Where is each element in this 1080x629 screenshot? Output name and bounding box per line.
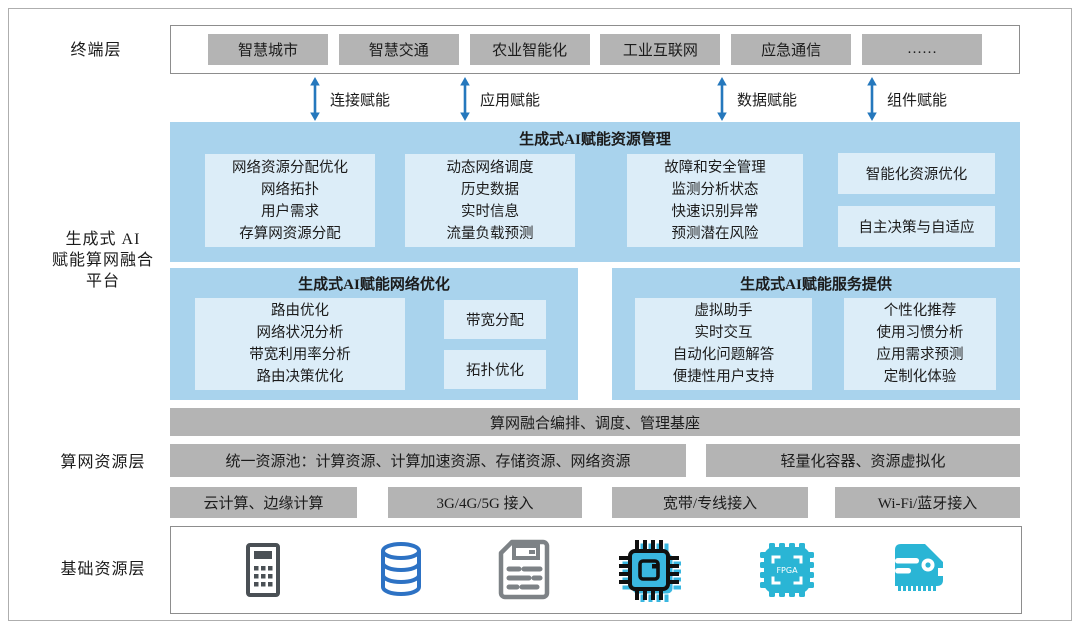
group-line: 网络拓扑 bbox=[261, 181, 319, 198]
database-icon bbox=[369, 538, 433, 602]
group-line: 网络资源分配优化 bbox=[232, 159, 348, 176]
cellular-access-bar: 3G/4G/5G 接入 bbox=[388, 487, 582, 518]
bandwidth-allocation-box: 带宽分配 bbox=[444, 300, 546, 339]
memory-card-icon bbox=[887, 538, 951, 602]
group-line: 网络状况分析 bbox=[256, 325, 344, 341]
terminal-item-industrial-internet: 工业互联网 bbox=[600, 34, 721, 65]
autonomous-decision-box: 自主决策与自适应 bbox=[838, 206, 995, 247]
arrow-label: 应用赋能 bbox=[480, 92, 541, 109]
resource-mgmt-title: 生成式AI赋能资源管理 bbox=[519, 132, 671, 148]
platform-layer-label: 生成式 AI 赋能算网融合 平台 bbox=[36, 229, 170, 292]
terminal-item-smart-city: 智慧城市 bbox=[208, 34, 328, 65]
double-arrow-icon bbox=[867, 77, 877, 121]
arrow-connect-enable: 连接赋能 bbox=[309, 77, 390, 121]
terminal-item-agriculture: 农业智能化 bbox=[469, 34, 590, 65]
group-line: 历史数据 bbox=[461, 181, 519, 198]
platform-label-line3: 平台 bbox=[85, 273, 120, 290]
infra-layer-label: 基础资源层 bbox=[60, 561, 146, 578]
group-line: 动态网络调度 bbox=[446, 159, 534, 176]
service-provision-title: 生成式AI赋能服务提供 bbox=[740, 277, 892, 293]
double-arrow-icon bbox=[717, 77, 727, 121]
group-line: 路由决策优化 bbox=[256, 369, 344, 385]
arrow-component-enable: 组件赋能 bbox=[866, 77, 947, 121]
service-provision-panel: 生成式AI赋能服务提供 虚拟助手 实时交互 自动化问题解答 便捷性用户支持 个性… bbox=[612, 268, 1020, 400]
unified-resource-pool-bar: 统一资源池：计算资源、计算加速资源、存储资源、网络资源 bbox=[170, 444, 686, 477]
diagram-frame bbox=[8, 8, 1072, 621]
group-line: 自动化问题解答 bbox=[672, 347, 775, 363]
group-line: 路由优化 bbox=[271, 303, 329, 319]
arrow-data-enable: 数据赋能 bbox=[716, 77, 797, 121]
terminal-item-emergency-comm: 应急通信 bbox=[731, 34, 852, 65]
topology-opt-box: 拓扑优化 bbox=[444, 350, 546, 389]
group-line: 预测潜在风险 bbox=[671, 225, 759, 242]
group-line: 虚拟助手 bbox=[694, 303, 753, 319]
cloud-edge-bar: 云计算、边缘计算 bbox=[170, 487, 357, 518]
group-line: 快速识别异常 bbox=[671, 203, 759, 220]
terminal-item-ellipsis: …… bbox=[861, 34, 982, 65]
broadband-access-bar: 宽带/专线接入 bbox=[612, 487, 808, 518]
intelligent-resource-opt-box: 智能化资源优化 bbox=[838, 153, 995, 194]
resource-mgmt-panel: 生成式AI赋能资源管理 网络资源分配优化 网络拓扑 用户需求 存算网资源分配 动… bbox=[170, 122, 1020, 262]
platform-label-line1: 生成式 AI bbox=[65, 231, 141, 248]
service-group2: 个性化推荐 使用习惯分析 应用需求预测 定制化体验 bbox=[844, 298, 996, 390]
resource-mgmt-group2: 动态网络调度 历史数据 实时信息 流量负载预测 bbox=[405, 154, 575, 247]
group-line: 用户需求 bbox=[261, 203, 319, 220]
resource-mgmt-group3: 故障和安全管理 监测分析状态 快速识别异常 预测潜在风险 bbox=[627, 154, 803, 247]
group-line: 便捷性用户支持 bbox=[672, 369, 775, 385]
group-line: 定制化体验 bbox=[883, 369, 957, 385]
resource-layer-label: 算网资源层 bbox=[60, 454, 146, 471]
group-line: 使用习惯分析 bbox=[876, 325, 964, 341]
service-group1: 虚拟助手 实时交互 自动化问题解答 便捷性用户支持 bbox=[635, 298, 812, 390]
group-line: 存算网资源分配 bbox=[239, 225, 341, 242]
double-arrow-icon bbox=[460, 77, 470, 121]
terminal-layer-label: 终端层 bbox=[70, 42, 122, 59]
group-line: 应用需求预测 bbox=[876, 347, 964, 363]
group-line: 带宽利用率分析 bbox=[249, 347, 351, 363]
group-line: 个性化推荐 bbox=[883, 303, 957, 319]
network-opt-group: 路由优化 网络状况分析 带宽利用率分析 路由决策优化 bbox=[195, 298, 405, 390]
storage-server-icon bbox=[492, 538, 556, 602]
group-line: 故障和安全管理 bbox=[664, 159, 766, 176]
group-line: 流量负载预测 bbox=[446, 225, 534, 242]
network-opt-title: 生成式AI赋能网络优化 bbox=[298, 277, 450, 293]
terminal-item-smart-traffic: 智慧交通 bbox=[338, 34, 459, 65]
calculator-icon bbox=[231, 538, 295, 602]
group-line: 监测分析状态 bbox=[671, 181, 759, 198]
arrow-label: 组件赋能 bbox=[887, 92, 948, 109]
arrow-app-enable: 应用赋能 bbox=[459, 77, 540, 121]
arrow-label: 连接赋能 bbox=[330, 92, 391, 109]
lightweight-container-bar: 轻量化容器、资源虚拟化 bbox=[706, 444, 1020, 477]
infra-layer-box: FPGA bbox=[170, 526, 1022, 614]
arrow-label: 数据赋能 bbox=[737, 92, 798, 109]
platform-label-line2: 赋能算网融合 bbox=[51, 252, 154, 269]
orchestration-bar: 算网融合编排、调度、管理基座 bbox=[170, 408, 1020, 436]
fpga-text: FPGA bbox=[776, 566, 798, 575]
group-line: 实时信息 bbox=[461, 203, 519, 220]
network-opt-panel: 生成式AI赋能网络优化 路由优化 网络状况分析 带宽利用率分析 路由决策优化 带… bbox=[170, 268, 578, 400]
group-line: 实时交互 bbox=[694, 325, 753, 341]
cpu-icon bbox=[617, 538, 683, 604]
resource-mgmt-group1: 网络资源分配优化 网络拓扑 用户需求 存算网资源分配 bbox=[205, 154, 375, 247]
wifi-bluetooth-access-bar: Wi-Fi/蓝牙接入 bbox=[835, 487, 1020, 518]
double-arrow-icon bbox=[310, 77, 320, 121]
terminal-layer-box: 智慧城市 智慧交通 农业智能化 工业互联网 应急通信 …… bbox=[170, 25, 1020, 74]
fpga-icon: FPGA bbox=[755, 538, 819, 602]
